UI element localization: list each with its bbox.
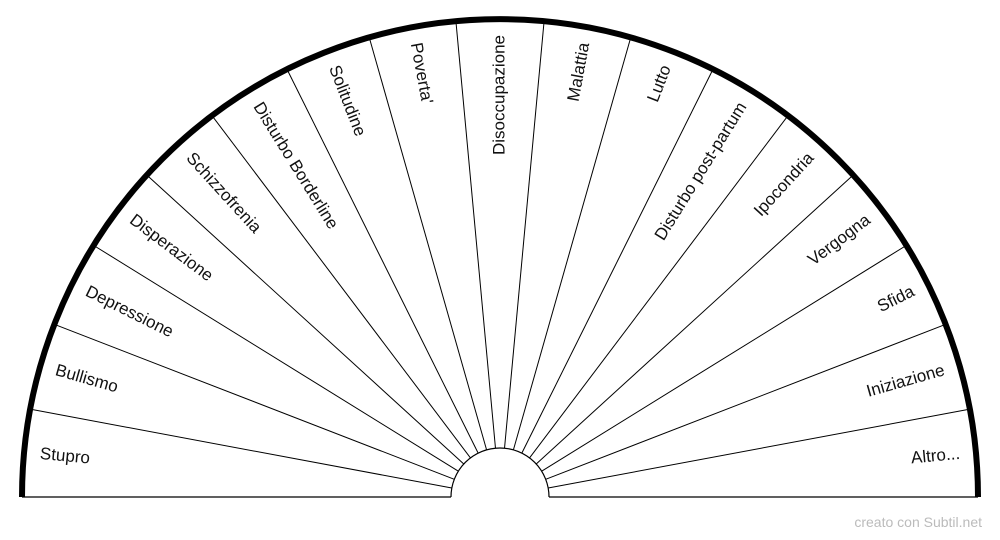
sector-divider [30,408,452,489]
sector-divider [521,68,714,454]
sector-divider [548,408,970,489]
sector-divider [535,174,854,465]
sector-label: Disturbo post-partum [651,99,751,244]
sector-divider [211,115,471,459]
sector-divider [54,323,455,480]
sector-dividers [30,20,970,489]
credit-footer: creato con Subtil.net [854,514,982,530]
sector-label: Solitudine [325,62,370,138]
sector-label: Disturbo Borderline [250,99,343,233]
sector-label: Stupro [39,444,91,468]
sector-label: Schizzofrenia [182,148,265,237]
sector-label: Disoccupazione [489,35,508,155]
sector-label: Sfida [874,281,918,316]
sector-label: Depressione [83,282,177,342]
sector-label: Iniziazione [864,360,946,400]
sector-label: Bullismo [53,360,120,396]
inner-hub-arc [450,447,550,498]
sector-divider [368,37,488,451]
sector-label: Altro... [910,444,961,467]
sector-divider [455,20,496,449]
outer-arc [19,16,981,498]
sector-divider [512,37,632,451]
sector-labels: StuproBullismoDepressioneDisperazioneSch… [39,35,961,467]
sector-label: Poverta' [407,41,437,105]
sector-label: Malattia [564,40,594,103]
sector-label: Vergogna [804,210,874,269]
sector-divider [93,244,459,472]
sector-divider [504,20,545,449]
sector-label: Lutto [643,62,674,104]
sector-divider [545,323,946,480]
sector-divider [286,68,479,454]
sector-label: Ipocondria [750,148,818,220]
sector-divider [541,244,907,472]
sector-divider [146,174,465,465]
sector-divider [529,115,789,459]
